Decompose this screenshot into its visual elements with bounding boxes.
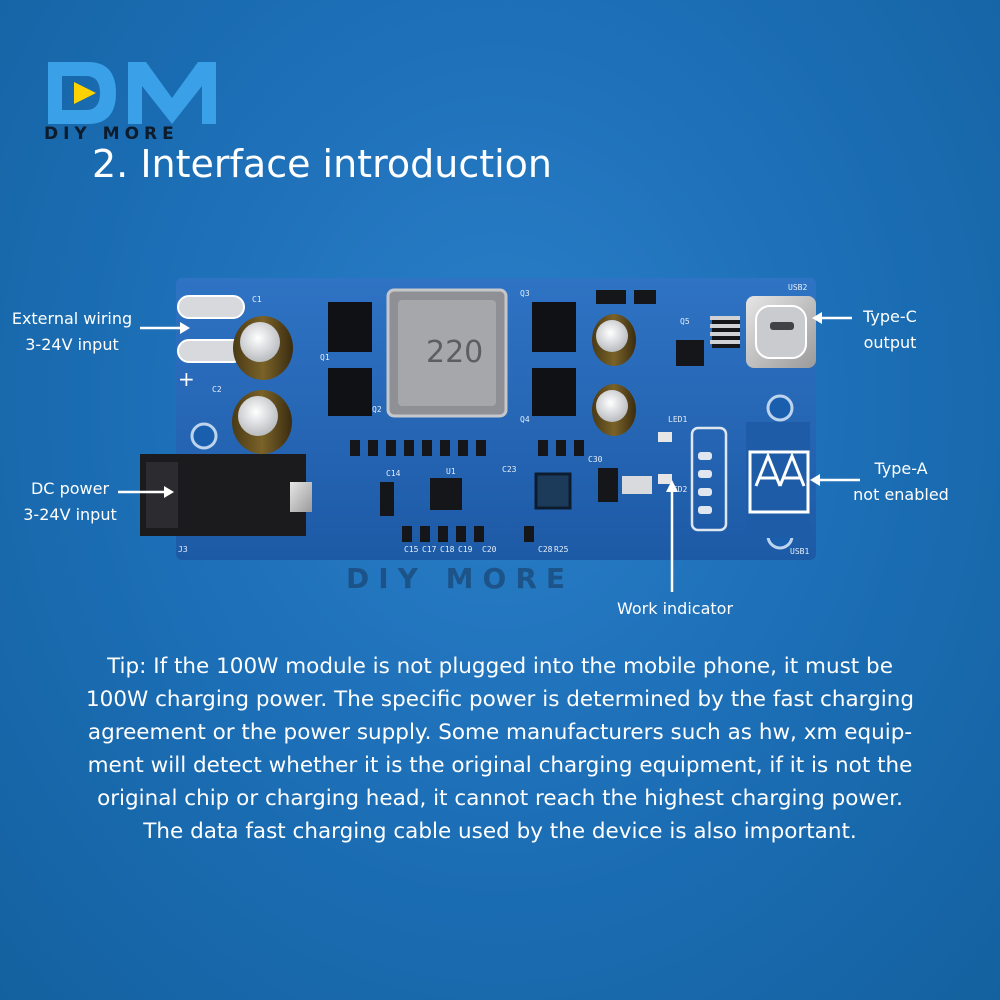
callout-dc-power-line1: DC power xyxy=(30,479,110,498)
logo-icon xyxy=(48,62,216,124)
tip-text: Tip: If the 100W module is not plugged i… xyxy=(50,650,950,848)
svg-text:Q5: Q5 xyxy=(680,317,690,326)
left-capacitors xyxy=(232,316,293,454)
svg-text:J3: J3 xyxy=(178,545,188,554)
arrow-work-indicator xyxy=(666,480,678,592)
callout-type-c-line2: output xyxy=(863,333,917,352)
type-a-port xyxy=(690,422,810,538)
dc-jack xyxy=(140,454,312,536)
svg-text:C19: C19 xyxy=(458,545,473,554)
tip-line-2: 100W charging power. The specific power … xyxy=(85,687,915,712)
svg-text:R25: R25 xyxy=(554,545,569,554)
led-1 xyxy=(658,432,672,442)
svg-text:C20: C20 xyxy=(482,545,497,554)
callout-type-c-line1: Type-C xyxy=(863,307,917,326)
svg-text:Q3: Q3 xyxy=(520,289,530,298)
svg-text:LED2: LED2 xyxy=(668,485,687,494)
svg-text:C30: C30 xyxy=(588,455,603,464)
tip-line-6: The data fast charging cable used by the… xyxy=(143,819,857,844)
right-capacitors xyxy=(592,314,636,436)
tip-line-4: ment will detect whether it is the origi… xyxy=(87,753,913,778)
callout-external-wiring-line2: 3-24V input xyxy=(25,335,119,354)
svg-text:Q1: Q1 xyxy=(320,353,330,362)
callout-type-a-line2: not enabled xyxy=(853,485,949,504)
callout-type-c: Type-C output xyxy=(838,304,942,356)
svg-text:C1: C1 xyxy=(252,295,262,304)
svg-text:Q2: Q2 xyxy=(372,405,382,414)
page-title: 2. Interface introduction xyxy=(92,142,553,186)
callout-work-indicator: Work indicator xyxy=(616,599,734,618)
tip-line-3: agreement or the power supply. Some manu… xyxy=(87,720,913,745)
svg-text:C2: C2 xyxy=(212,385,222,394)
callout-external-wiring: External wiring 3-24V input xyxy=(8,306,136,358)
callout-dc-power: DC power 3-24V input xyxy=(10,476,130,528)
pcb-board-image: + 220 xyxy=(140,278,816,560)
led-2 xyxy=(658,474,672,484)
svg-text:U1: U1 xyxy=(446,467,456,476)
svg-text:C17: C17 xyxy=(422,545,437,554)
svg-text:C28: C28 xyxy=(538,545,553,554)
arrow-dc-power xyxy=(118,486,174,498)
callout-external-wiring-line1: External wiring xyxy=(11,309,133,328)
svg-text:C18: C18 xyxy=(440,545,455,554)
svg-text:LED1: LED1 xyxy=(668,415,687,424)
svg-text:USB2: USB2 xyxy=(788,283,807,292)
svg-text:USB1: USB1 xyxy=(790,547,809,556)
watermark: DIY MORE xyxy=(346,562,575,595)
svg-text:C14: C14 xyxy=(386,469,401,478)
diy-more-logo: DIY MORE xyxy=(44,58,244,150)
arrow-type-a xyxy=(810,474,860,486)
svg-text:C15: C15 xyxy=(404,545,419,554)
tip-line-5: original chip or charging head, it canno… xyxy=(97,786,903,811)
svg-text:Q4: Q4 xyxy=(520,415,530,424)
inductor-label: 220 xyxy=(426,335,483,370)
plus-mark: + xyxy=(178,367,195,391)
arrow-type-c xyxy=(812,312,852,324)
svg-text:C23: C23 xyxy=(502,465,517,474)
callout-dc-power-line2: 3-24V input xyxy=(23,505,117,524)
tip-line-1: Tip: If the 100W module is not plugged i… xyxy=(107,654,893,679)
logo-wordmark: DIY MORE xyxy=(44,124,179,144)
type-c-port xyxy=(710,296,816,368)
callout-type-a: Type-A not enabled xyxy=(842,456,960,508)
arrow-external-wiring xyxy=(140,322,190,334)
callout-type-a-line1: Type-A xyxy=(874,459,928,478)
